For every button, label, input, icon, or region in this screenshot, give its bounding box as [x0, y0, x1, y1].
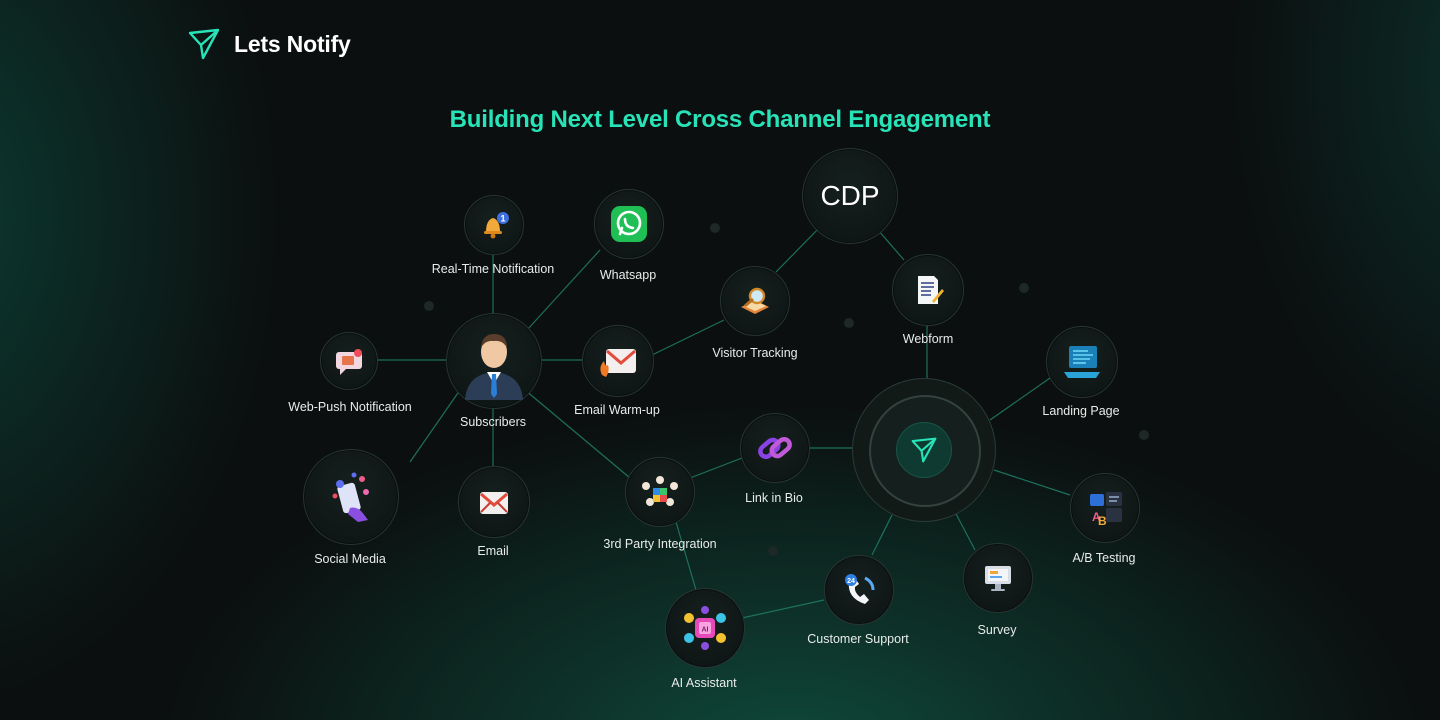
real-time-notification-label: Real-Time Notification [431, 262, 555, 276]
svg-text:1: 1 [500, 214, 505, 224]
web-push-notification-node[interactable] [320, 332, 378, 390]
lets-notify-logo-icon [911, 437, 937, 463]
phone-24-icon: 24 [845, 574, 875, 604]
real-time-notification-node[interactable]: 1 [464, 195, 524, 255]
businessman-avatar [465, 334, 523, 400]
visitor-tracking-node[interactable] [720, 266, 790, 336]
link-in-bio-label: Link in Bio [745, 491, 803, 505]
decorative-dot [844, 318, 854, 328]
email-warm-up-node[interactable] [582, 325, 654, 397]
web-push-notification-label: Web-Push Notification [288, 400, 412, 414]
page-title: Building Next Level Cross Channel Engage… [449, 106, 991, 133]
webform-label: Webform [902, 332, 954, 346]
puzzle-icon [642, 476, 678, 506]
ai-assistant-node[interactable]: AI [665, 588, 745, 668]
email-warm-up-label: Email Warm-up [574, 403, 660, 417]
hub-node[interactable] [896, 422, 952, 478]
brand-name: Lets Notify [234, 30, 351, 57]
paper-plane-logo-icon [188, 28, 220, 60]
email-label: Email [477, 544, 509, 558]
ab-testing-label: A/B Testing [1072, 551, 1136, 565]
svg-text:AI: AI [702, 627, 709, 634]
subscribers-label: Subscribers [460, 415, 526, 429]
landing-page-label: Landing Page [1042, 404, 1120, 418]
svg-text:24: 24 [847, 578, 855, 585]
bell-icon: 1 [484, 212, 509, 239]
visitor-tracking-label: Visitor Tracking [712, 346, 798, 360]
envelope-icon [480, 492, 508, 514]
survey-monitor-icon [985, 566, 1011, 591]
push-message-icon [336, 349, 362, 375]
cdp-label: CDP [820, 180, 880, 211]
document-icon [918, 276, 944, 304]
phone-hand-icon [332, 472, 369, 522]
ab-test-icon: A B [1090, 492, 1122, 528]
whatsapp-label: Whatsapp [599, 268, 657, 282]
third-party-integration-label: 3rd Party Integration [603, 537, 717, 551]
customer-support-label: Customer Support [807, 632, 909, 646]
ai-assistant-label: AI Assistant [671, 676, 737, 690]
third-party-integration-node[interactable] [625, 457, 695, 527]
chain-link-icon [758, 436, 792, 460]
brand-logo[interactable]: Lets Notify [188, 28, 351, 60]
ai-chip-icon: AI [684, 606, 726, 650]
link-in-bio-node[interactable] [740, 413, 810, 483]
customer-support-node[interactable]: 24 [824, 555, 894, 625]
decorative-dot [1019, 283, 1029, 293]
decorative-dot [768, 546, 778, 556]
decorative-dot [710, 223, 720, 233]
email-node[interactable] [458, 466, 530, 538]
social-media-node[interactable] [303, 449, 399, 545]
whatsapp-node[interactable] [594, 189, 664, 259]
social-media-label: Social Media [314, 552, 386, 566]
magnifier-icon [741, 287, 769, 314]
webform-node[interactable] [892, 254, 964, 326]
whatsapp-icon [611, 206, 647, 242]
survey-node[interactable] [963, 543, 1033, 613]
decorative-dot [1139, 430, 1149, 440]
landing-page-node[interactable] [1046, 326, 1118, 398]
ab-testing-node[interactable]: A B [1070, 473, 1140, 543]
envelope-fire-icon [600, 349, 636, 377]
cdp-node[interactable]: CDP [802, 148, 898, 244]
survey-label: Survey [977, 623, 1017, 637]
subscribers-node[interactable] [446, 313, 542, 409]
decorative-dot [424, 301, 434, 311]
laptop-icon [1064, 346, 1100, 378]
svg-text:A: A [1092, 510, 1101, 524]
svg-text:B: B [1098, 514, 1107, 528]
